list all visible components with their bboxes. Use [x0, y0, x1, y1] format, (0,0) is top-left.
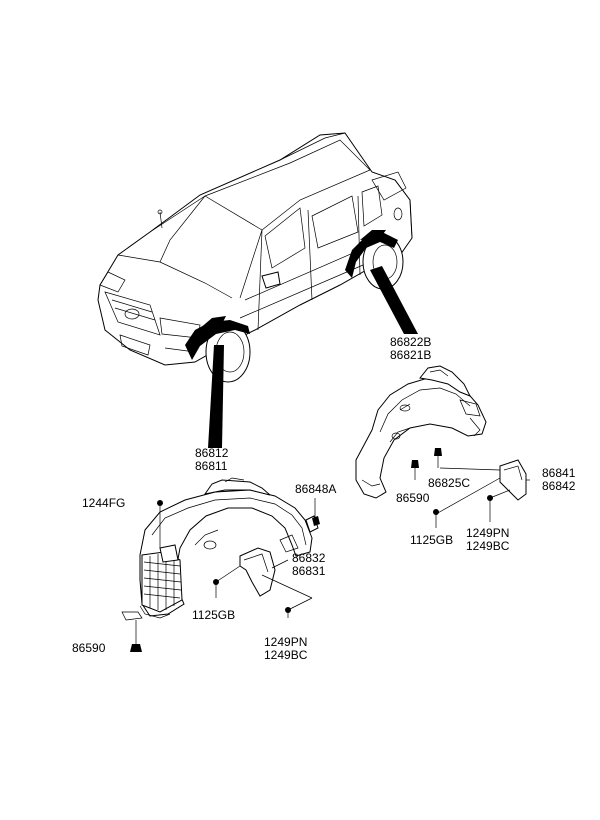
label-86848a: 86848A	[295, 482, 337, 496]
front-inner-fender	[121, 477, 319, 621]
label-rear-86590: 86590	[396, 491, 430, 505]
label-front-flap-upper: 86832	[292, 551, 326, 565]
rear-leader-lines	[414, 452, 530, 528]
vehicle-drawing	[97, 132, 413, 383]
label-rear-1249bc: 1249BC	[466, 539, 510, 553]
label-86825c: 86825C	[428, 476, 471, 490]
label-front-liner-lower: 86811	[195, 459, 228, 473]
label-rear-1125gb: 1125GB	[410, 533, 454, 547]
label-1244fg: 1244FG	[82, 496, 126, 510]
rear-inner-fender	[355, 365, 527, 501]
front-fasteners	[130, 500, 320, 652]
label-rear-1249pn: 1249PN	[466, 526, 510, 540]
label-front-flap-lower: 86831	[292, 564, 326, 578]
rear-pointer-wedge	[370, 266, 418, 334]
front-pointer-wedge	[208, 345, 224, 448]
front-leader-lines	[135, 498, 316, 648]
label-front-liner-upper: 86812	[195, 446, 229, 460]
label-front-1249bc: 1249BC	[264, 648, 308, 662]
label-front-86590: 86590	[72, 641, 106, 655]
label-rear-flap-upper: 86841	[542, 466, 576, 480]
label-front-1125gb: 1125GB	[192, 608, 236, 622]
rear-fasteners	[411, 448, 493, 515]
label-rear-liner-upper: 86822B	[390, 335, 432, 349]
label-rear-liner-lower: 86821B	[390, 348, 432, 362]
label-front-1249pn: 1249PN	[264, 635, 308, 649]
label-rear-flap-lower: 86842	[542, 479, 576, 493]
